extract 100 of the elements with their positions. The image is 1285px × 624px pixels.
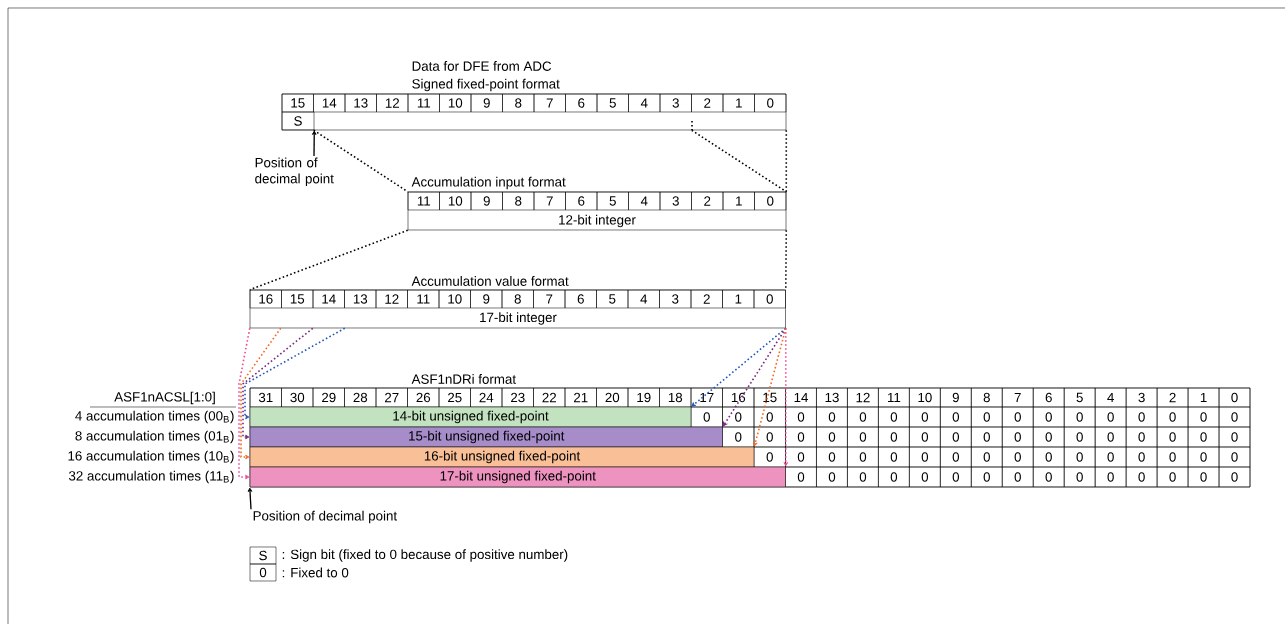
zero-cell: 0 bbox=[847, 466, 879, 488]
bit-number-cell: 5 bbox=[1063, 387, 1096, 408]
legend-sample-box: 0 bbox=[249, 563, 277, 582]
bit-number-cell: 15 bbox=[281, 289, 314, 309]
zero-cell: 0 bbox=[1156, 406, 1189, 428]
row-label: 16 accumulation times (10$_{B}$) bbox=[68, 450, 234, 464]
zero-cell: 0 bbox=[1002, 466, 1034, 488]
zero-cell: 0 bbox=[1125, 446, 1158, 468]
bit-number-cell: 17 bbox=[690, 387, 723, 408]
bit-number-cell: 9 bbox=[470, 93, 503, 113]
zero-cell: 0 bbox=[1218, 426, 1251, 448]
zero-cell: 0 bbox=[785, 446, 817, 468]
annotation-text: Position of decimal point bbox=[255, 157, 334, 186]
register-heading: Data for DFE from ADC bbox=[412, 61, 552, 71]
bit-number-cell: 2 bbox=[691, 191, 724, 211]
bit-number-cell: 10 bbox=[439, 93, 472, 113]
arrow bbox=[691, 327, 787, 407]
field-label: 17-bit integer bbox=[480, 312, 557, 325]
bit-field-bar: 15-bit unsigned fixed-point bbox=[249, 426, 723, 448]
zero-cell: 0 bbox=[1156, 426, 1189, 448]
bit-number-cell: 16 bbox=[722, 387, 755, 408]
row-label: 32 accumulation times (11$_{B}$) bbox=[68, 470, 234, 484]
bit-number-cell: 7 bbox=[533, 191, 566, 211]
zero-cell: 0 bbox=[816, 426, 848, 448]
zero-cell: 0 bbox=[1187, 466, 1220, 488]
zero-cell: 0 bbox=[816, 446, 848, 468]
bit-number-cell: 14 bbox=[785, 387, 817, 408]
zero-cell: 0 bbox=[1094, 426, 1127, 448]
zero-cell: 0 bbox=[909, 466, 941, 488]
bit-number-cell: 12 bbox=[375, 289, 408, 309]
zero-cell: 0 bbox=[1125, 466, 1158, 488]
bit-number-cell: 12 bbox=[847, 387, 879, 408]
bit-number-cell: 15 bbox=[753, 387, 786, 408]
zero-cell: 0 bbox=[1032, 446, 1065, 468]
bit-number-cell: 4 bbox=[627, 289, 660, 309]
legend-text: : Fixed to 0 bbox=[282, 567, 349, 578]
zero-cell: 0 bbox=[847, 426, 879, 448]
zero-cell: 0 bbox=[971, 446, 1003, 468]
zero-cell: 0 bbox=[1063, 446, 1096, 468]
leader-arrow bbox=[311, 130, 317, 157]
zero-cell: 0 bbox=[940, 446, 972, 468]
zero-cell: 0 bbox=[878, 446, 910, 468]
bit-number-cell: 31 bbox=[249, 387, 282, 408]
zero-cell: 0 bbox=[1125, 426, 1158, 448]
bit-number-cell: 6 bbox=[564, 289, 597, 309]
zero-cell: 0 bbox=[971, 426, 1003, 448]
annotation-text: Position of decimal point bbox=[253, 510, 397, 524]
field-label: 12-bit integer bbox=[559, 214, 636, 228]
bit-number-cell: 4 bbox=[628, 93, 661, 113]
zero-cell: 0 bbox=[1002, 446, 1034, 468]
zero-cell: 0 bbox=[1032, 426, 1065, 448]
zero-cell: 0 bbox=[785, 426, 817, 448]
zero-cell: 0 bbox=[1002, 426, 1034, 448]
bit-number-cell: 8 bbox=[971, 387, 1003, 408]
arrow bbox=[244, 327, 346, 420]
row-label: 8 accumulation times (01$_{B}$) bbox=[75, 430, 234, 444]
bit-number-cell: 11 bbox=[407, 93, 440, 113]
bit-field-bar: 17-bit unsigned fixed-point bbox=[249, 466, 786, 488]
bit-number-cell: 2 bbox=[1156, 387, 1189, 408]
legend-text: : Sign bit (fixed to 0 because of positive number) bbox=[282, 549, 568, 562]
bit-number-cell: 11 bbox=[407, 289, 440, 309]
zero-cell: 0 bbox=[1187, 446, 1220, 468]
bit-number-cell: 4 bbox=[1094, 387, 1127, 408]
bit-number-cell: 1 bbox=[1187, 387, 1220, 408]
bit-field-bar: 16-bit unsigned fixed-point bbox=[249, 446, 755, 468]
bit-number-cell: 9 bbox=[470, 191, 503, 211]
bit-number-cell: 3 bbox=[1125, 387, 1158, 408]
bit-number-cell: 6 bbox=[565, 191, 598, 211]
zero-cell: 0 bbox=[1032, 466, 1065, 488]
bit-number-cell: 0 bbox=[1218, 387, 1251, 408]
arrow bbox=[242, 327, 314, 440]
register-heading: Accumulation value format bbox=[411, 276, 569, 286]
zero-cell: 0 bbox=[971, 406, 1003, 428]
zero-cell: 0 bbox=[1002, 406, 1034, 428]
mapping-line bbox=[248, 229, 409, 291]
zero-cell: 0 bbox=[909, 426, 941, 448]
bit-number-cell: 11 bbox=[407, 191, 440, 211]
mapping-line bbox=[784, 229, 788, 291]
register-heading: Signed fixed-point format bbox=[412, 78, 560, 92]
arrow bbox=[238, 327, 251, 480]
leader-arrow bbox=[247, 487, 253, 510]
zero-cell: 0 bbox=[1063, 466, 1096, 488]
bit-number-cell: 1 bbox=[722, 93, 755, 113]
bit-number-cell: 6 bbox=[1032, 387, 1065, 408]
bit-number-cell: 13 bbox=[344, 289, 377, 309]
bit-number-cell: 13 bbox=[816, 387, 848, 408]
arrow bbox=[783, 327, 789, 467]
zero-cell: 0 bbox=[1187, 406, 1220, 428]
zero-cell: 0 bbox=[940, 466, 972, 488]
bit-number-cell: 14 bbox=[313, 93, 346, 113]
zero-cell: 0 bbox=[816, 466, 848, 488]
zero-cell: 0 bbox=[909, 446, 941, 468]
bit-number-cell: 0 bbox=[754, 93, 787, 113]
zero-cell: 0 bbox=[847, 406, 879, 428]
bit-number-cell: 11 bbox=[878, 387, 910, 408]
bit-number-cell: 5 bbox=[596, 93, 629, 113]
zero-cell: 0 bbox=[753, 406, 786, 428]
bit-number-cell: 0 bbox=[754, 191, 787, 211]
bit-number-cell: 3 bbox=[659, 93, 692, 113]
bit-number-cell: 3 bbox=[659, 191, 692, 211]
